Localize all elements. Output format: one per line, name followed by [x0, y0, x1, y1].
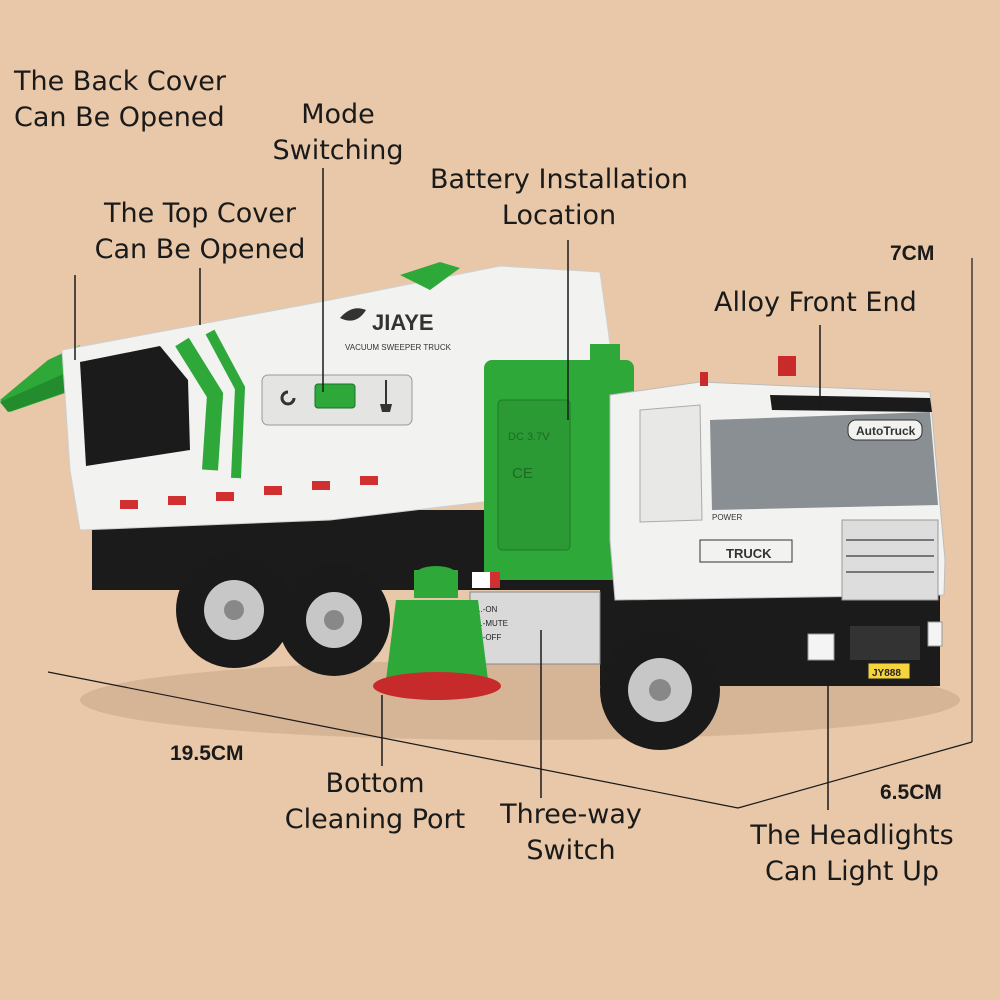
wheel	[176, 552, 292, 668]
headlight-right	[927, 621, 943, 647]
callout-three-way-switch: Three-way Switch	[500, 799, 642, 866]
dimension-width: 6.5CM	[880, 781, 942, 804]
svg-text:TRUCK: TRUCK	[726, 546, 772, 561]
svg-text:1.-ON: 1.-ON	[476, 605, 498, 614]
callout-headlights: The Headlights Can Light Up	[750, 820, 954, 887]
plate	[867, 662, 911, 680]
dimension-height: 7CM	[890, 242, 935, 265]
svg-text:DC 3.7V: DC 3.7V	[508, 431, 550, 443]
ce-mark-icon: CE	[512, 465, 533, 482]
brand-logo: JIAYE VACUUM SWEEPER TRUCK	[340, 308, 452, 352]
svg-text:CE: CE	[512, 465, 533, 482]
dimension-length: 19.5CM	[170, 742, 244, 765]
svg-text:AutoTruck: AutoTruck	[856, 424, 916, 438]
svg-text:3.-OFF: 3.-OFF	[476, 633, 501, 642]
callout-mode-switching: Mode Switching	[272, 99, 404, 166]
leader-lines	[74, 168, 829, 810]
svg-text:VACUUM SWEEPER TRUCK: VACUUM SWEEPER TRUCK	[345, 343, 452, 352]
headlight-left	[807, 633, 835, 661]
callout-back-cover: The Back Cover Can Be Opened	[14, 66, 226, 133]
wheel	[600, 630, 720, 750]
svg-text:JY888: JY888	[872, 668, 901, 679]
grille-badge: AutoTruck	[847, 419, 923, 441]
wheel	[278, 564, 390, 676]
callout-bottom-port: Bottom Cleaning Port	[284, 768, 466, 835]
callout-alloy-front: Alloy Front End	[714, 287, 917, 318]
dimension-lines	[47, 258, 973, 809]
callout-battery-location: Battery Installation Location	[429, 164, 689, 231]
hook-icon	[280, 390, 296, 406]
svg-text:JIAYE: JIAYE	[372, 310, 434, 335]
mode-switch-slider	[314, 383, 356, 409]
sweeper-brush	[373, 566, 501, 700]
svg-text:2.-MUTE: 2.-MUTE	[476, 619, 508, 628]
three-way-switch-plate	[469, 591, 601, 665]
broom-icon	[380, 380, 392, 412]
callout-top-cover: The Top Cover Can Be Opened	[94, 198, 306, 265]
svg-text:POWER: POWER	[712, 513, 742, 522]
